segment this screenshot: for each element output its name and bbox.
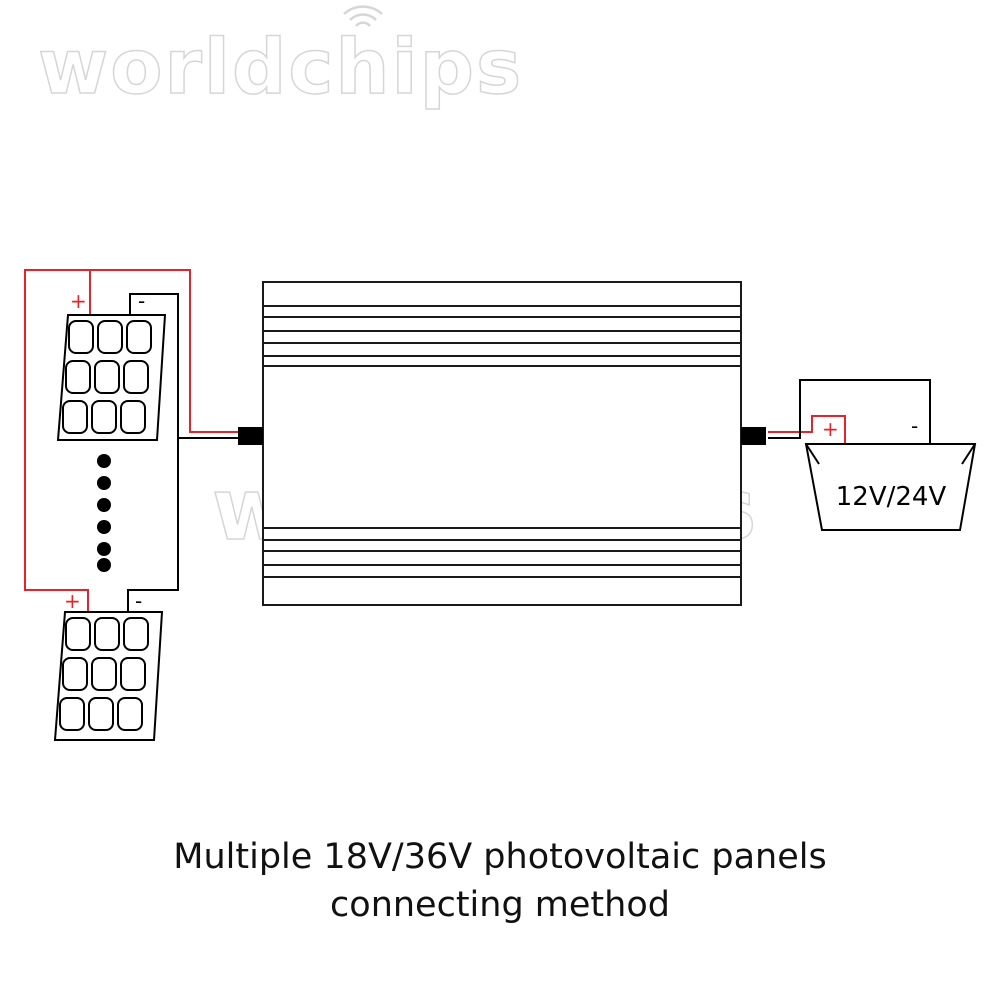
watermark-logo-top: worldchips [37, 21, 524, 112]
solar-panel-bottom [53, 611, 164, 741]
minus-label: - [911, 414, 918, 438]
continuation-dots [97, 454, 111, 572]
negative-wiring [127, 293, 931, 612]
output-terminal [741, 427, 766, 445]
input-terminal [238, 427, 263, 445]
solar-charge-controller [262, 281, 742, 606]
caption-line-2: connecting method [330, 885, 670, 925]
minus-label: - [135, 589, 142, 613]
minus-label: - [138, 289, 145, 313]
plus-label: + [822, 417, 839, 441]
battery-voltage-label: 12V/24V [836, 482, 947, 512]
battery [804, 443, 977, 531]
solar-panel-top [56, 314, 167, 441]
plus-label: + [64, 589, 81, 613]
caption-line-1: Multiple 18V/36V photovoltaic panels [173, 837, 827, 877]
positive-wiring [24, 269, 846, 612]
wifi-icon [343, 5, 383, 27]
plus-label: + [70, 289, 87, 313]
